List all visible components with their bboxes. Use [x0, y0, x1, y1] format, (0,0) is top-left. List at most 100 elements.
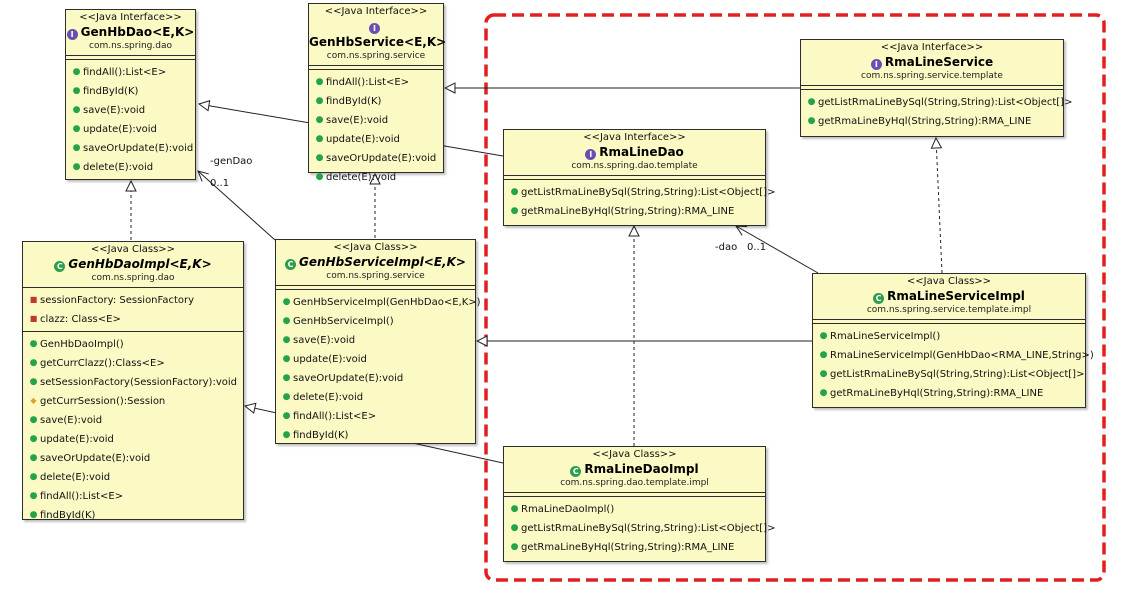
method-row: ●getListRmaLineBySql(String,String):List… — [813, 365, 1085, 384]
edge-genhbserviceimpl-gendao-association — [198, 171, 276, 241]
public-method-icon: ● — [315, 153, 324, 163]
method-row: ●getCurrClazz():Class<E> — [23, 354, 243, 373]
class-name: GenHbService<E,K> — [309, 35, 447, 49]
method-row: ●delete(E):void — [309, 168, 443, 187]
highlight-region — [484, 13, 1106, 582]
public-method-icon: ● — [510, 523, 519, 533]
public-method-icon: ● — [29, 491, 38, 501]
public-method-icon: ● — [282, 354, 291, 364]
constructor-icon: ● — [819, 331, 828, 341]
public-method-icon: ● — [72, 124, 81, 134]
public-method-icon: ● — [819, 388, 828, 398]
public-method-icon: ● — [315, 172, 324, 182]
public-method-icon: ● — [315, 134, 324, 144]
method-row: ●save(E):void — [66, 101, 195, 120]
public-method-icon: ● — [819, 369, 828, 379]
dao-role-label: -dao — [715, 242, 738, 253]
interface-icon: I — [870, 59, 882, 70]
class-genhbservice[interactable]: <<Java Interface>> IGenHbService<E,K> co… — [308, 3, 447, 183]
interface-icon: I — [369, 23, 380, 34]
method-row: ●GenHbDaoImpl() — [23, 335, 243, 354]
method-row: ●findAll():List<E> — [309, 73, 443, 92]
method-row: ◆getCurrSession():Session — [23, 392, 243, 411]
method-row: ●RmaLineServiceImpl(GenHbDao<RMA_LINE,St… — [813, 346, 1094, 365]
method-row: ●saveOrUpdate(E):void — [276, 369, 475, 388]
method-row: ●findById(K) — [276, 426, 475, 445]
edge-rmalineserviceimpl-implements-rmalineservice — [936, 138, 943, 274]
public-method-icon: ● — [29, 472, 38, 482]
constructor-icon: ● — [819, 350, 828, 360]
method-row: ●getListRmaLineBySql(String,String):List… — [801, 93, 1073, 112]
public-method-icon: ● — [510, 187, 519, 197]
constructor-icon: ● — [510, 504, 519, 514]
method-row: ●saveOrUpdate(E):void — [309, 149, 443, 168]
public-method-icon: ● — [282, 335, 291, 345]
method-row: ●getRmaLineByHql(String,String):RMA_LINE — [801, 112, 1063, 131]
public-method-icon: ● — [807, 116, 816, 126]
method-row: ●findById(K) — [309, 92, 443, 111]
edge-rmalineserviceimpl-dao-association — [736, 226, 819, 274]
method-row: ●getRmaLineByHql(String,String):RMA_LINE — [813, 384, 1085, 403]
public-method-icon: ● — [315, 77, 324, 87]
method-row: ●getRmaLineByHql(String,String):RMA_LINE — [504, 202, 765, 221]
interface-icon: I — [66, 29, 78, 40]
method-row: ●getListRmaLineBySql(String,String):List… — [504, 519, 776, 538]
method-row: ●saveOrUpdate(E):void — [66, 139, 195, 158]
class-name: GenHbServiceImpl<E,K> — [299, 255, 466, 269]
public-method-icon: ● — [282, 411, 291, 421]
method-row: ●update(E):void — [276, 350, 475, 369]
class-name: RmaLineServiceImpl — [887, 289, 1025, 303]
public-method-icon: ● — [29, 358, 38, 368]
method-row: ●findAll():List<E> — [276, 407, 475, 426]
method-row: ●update(E):void — [23, 430, 243, 449]
public-method-icon: ● — [510, 206, 519, 216]
public-method-icon: ● — [72, 86, 81, 96]
class-name: RmaLineDaoImpl — [584, 462, 699, 476]
field-row: ■clazz: Class<E> — [23, 310, 243, 329]
method-row: ●save(E):void — [309, 111, 443, 130]
gendao-multiplicity-label: 0..1 — [210, 178, 230, 189]
constructor-icon: ● — [29, 339, 38, 349]
method-row: ●RmaLineServiceImpl() — [813, 327, 1085, 346]
field-row: ■sessionFactory: SessionFactory — [23, 291, 243, 310]
method-row: ●update(E):void — [309, 130, 443, 149]
interface-icon: I — [585, 149, 597, 160]
public-method-icon: ● — [72, 67, 81, 77]
public-method-icon: ● — [29, 510, 38, 520]
method-row: ●saveOrUpdate(E):void — [23, 449, 243, 468]
constructor-icon: ● — [282, 297, 291, 307]
class-name: GenHbDaoImpl<E,K> — [68, 257, 212, 271]
method-row: ●update(E):void — [66, 120, 195, 139]
public-method-icon: ● — [72, 105, 81, 115]
method-row: ●save(E):void — [23, 411, 243, 430]
method-row: ●delete(E):void — [66, 158, 195, 177]
public-method-icon: ● — [29, 377, 38, 387]
protected-method-icon: ◆ — [30, 396, 37, 405]
method-row: ●findAll():List<E> — [23, 487, 243, 506]
public-method-icon: ● — [282, 392, 291, 402]
constructor-icon: ● — [282, 316, 291, 326]
method-row: ●getRmaLineByHql(String,String):RMA_LINE — [504, 538, 765, 557]
method-row: ●delete(E):void — [276, 388, 475, 407]
dao-multiplicity-label: 0..1 — [747, 242, 767, 253]
public-method-icon: ● — [29, 453, 38, 463]
private-field-icon: ■ — [29, 295, 38, 304]
method-row: ●delete(E):void — [23, 468, 243, 487]
method-row: ●findById(K) — [66, 82, 195, 101]
public-method-icon: ● — [315, 115, 324, 125]
public-method-icon: ● — [510, 542, 519, 552]
class-name: RmaLineDao — [599, 145, 684, 159]
class-name: GenHbDao<E,K> — [80, 25, 195, 39]
public-method-icon: ● — [282, 373, 291, 383]
method-row: ●RmaLineDaoImpl() — [504, 500, 765, 519]
class-name: RmaLineService — [884, 55, 994, 69]
public-method-icon: ● — [72, 143, 81, 153]
gendao-role-label: -genDao — [210, 156, 253, 167]
